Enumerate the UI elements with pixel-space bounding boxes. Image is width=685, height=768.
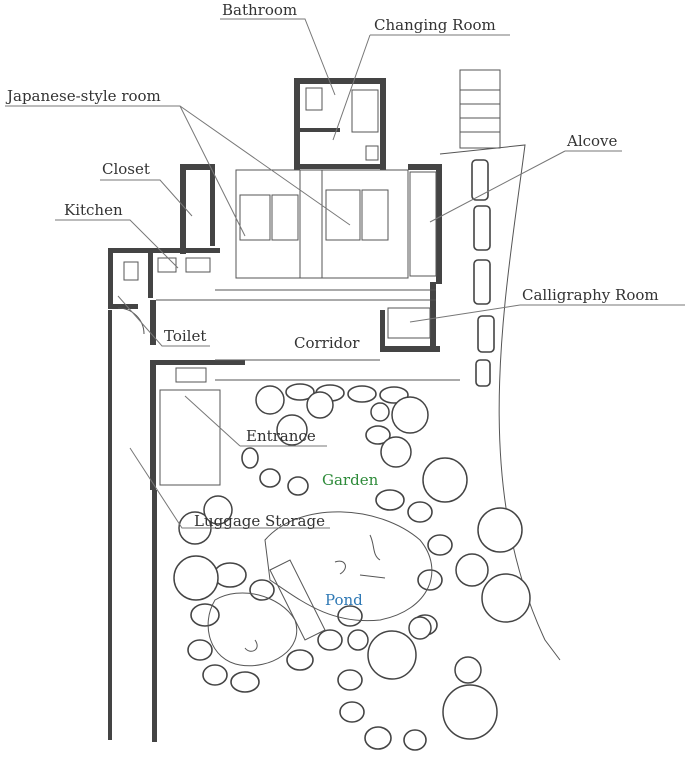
house-walls bbox=[108, 78, 442, 742]
garden-trees bbox=[173, 385, 531, 740]
label-japanese-style-room: Japanese-style room bbox=[5, 87, 161, 105]
interior-details bbox=[117, 69, 561, 661]
label-changing-room: Changing Room bbox=[374, 16, 496, 34]
label-closet: Closet bbox=[102, 160, 150, 178]
label-pond: Pond bbox=[325, 591, 363, 609]
label-garden: Garden bbox=[322, 471, 379, 489]
label-corridor: Corridor bbox=[294, 334, 360, 352]
label-kitchen: Kitchen bbox=[64, 201, 123, 219]
label-alcove: Alcove bbox=[566, 132, 618, 150]
label-luggage-storage: Luggage Storage bbox=[194, 512, 325, 530]
leader-lines bbox=[5, 18, 685, 529]
label-entrance: Entrance bbox=[246, 427, 316, 445]
garden-stones bbox=[187, 159, 495, 751]
label-calligraphy-room: Calligraphy Room bbox=[522, 286, 659, 304]
bridge bbox=[269, 559, 326, 641]
room-labels: Bathroom Changing Room Japanese-style ro… bbox=[5, 1, 659, 609]
label-toilet: Toilet bbox=[164, 327, 206, 345]
pond-outlines bbox=[207, 511, 433, 667]
label-bathroom: Bathroom bbox=[222, 1, 297, 19]
